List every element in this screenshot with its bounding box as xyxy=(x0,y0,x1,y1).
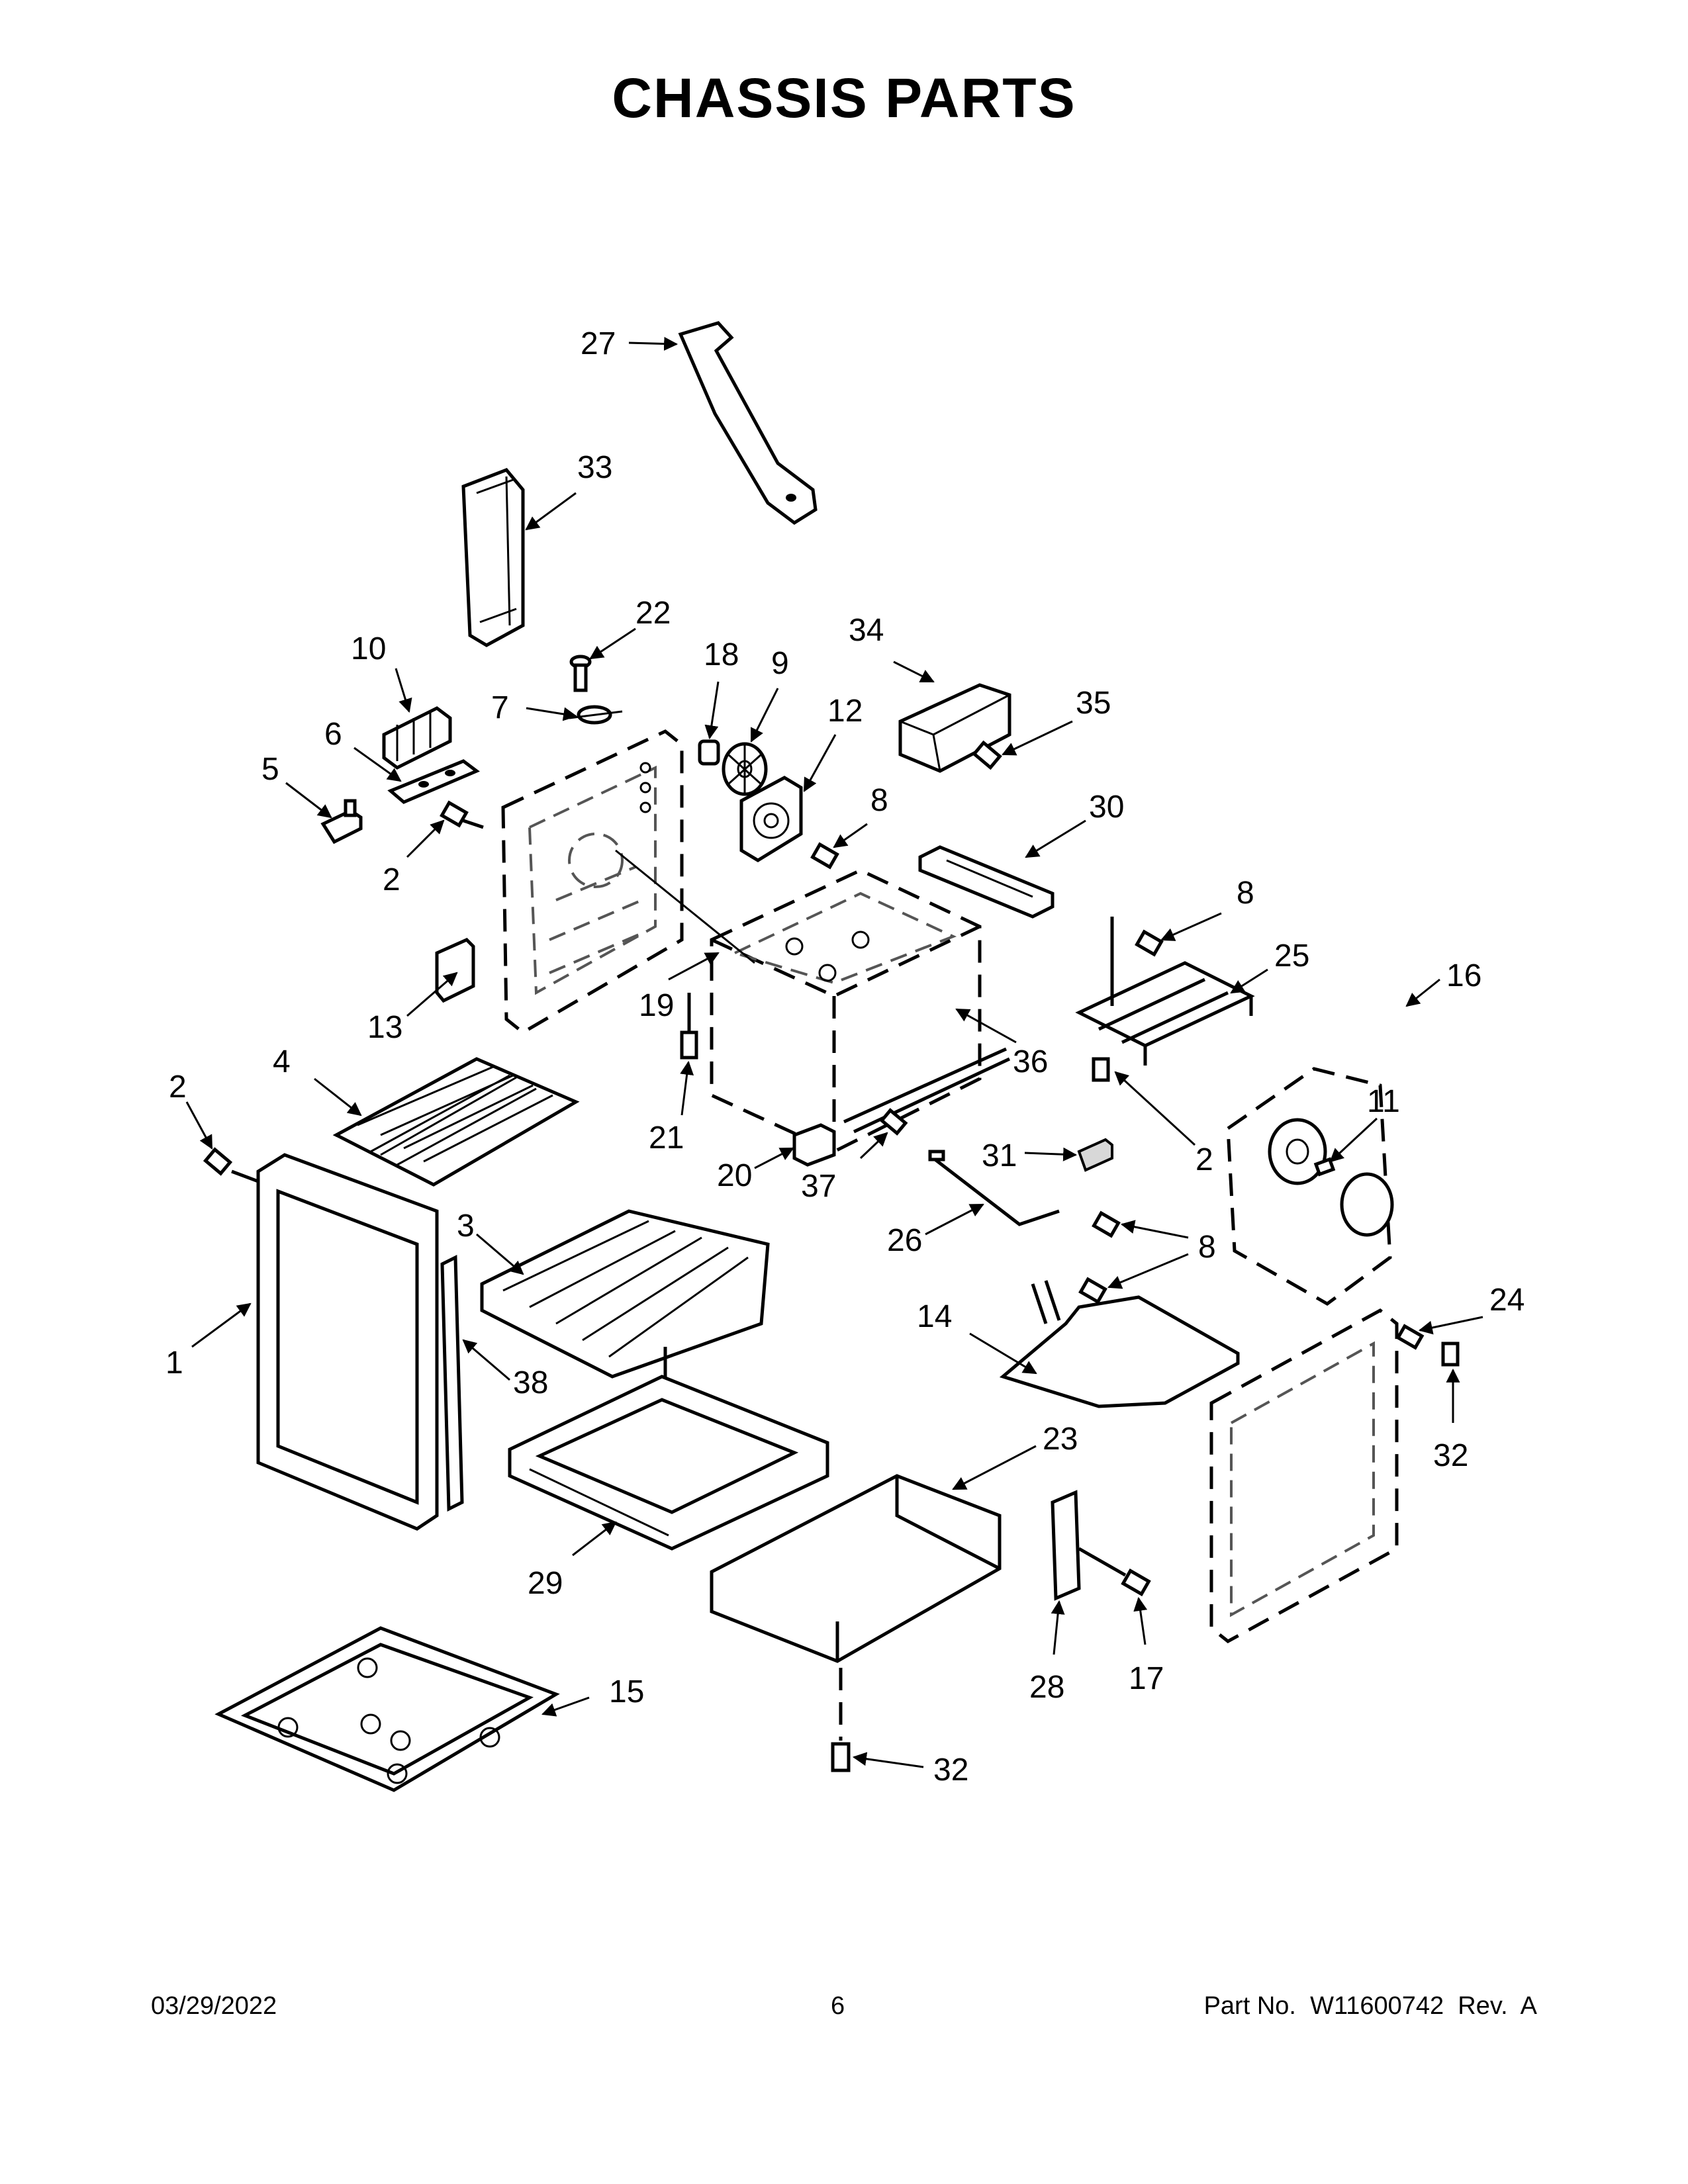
callout-20: 20 xyxy=(717,1158,752,1193)
callout-38: 38 xyxy=(513,1365,548,1400)
callout-9: 9 xyxy=(771,646,789,681)
part-6-bracket xyxy=(387,759,480,804)
callout-29: 29 xyxy=(528,1566,563,1601)
part-23-drawer-body xyxy=(710,1474,1002,1663)
callout-36: 36 xyxy=(1013,1044,1048,1079)
part-12-fan-motor xyxy=(739,776,803,862)
callout-8c: 8 xyxy=(1198,1230,1216,1265)
callout-2b: 2 xyxy=(169,1069,187,1105)
part-22-screw xyxy=(569,655,592,692)
callout-21: 21 xyxy=(649,1120,684,1156)
callout-33: 33 xyxy=(577,450,612,485)
callout-37: 37 xyxy=(801,1169,836,1204)
part-9-fan-blade xyxy=(722,742,768,796)
callout-4: 4 xyxy=(273,1044,291,1079)
part-11-nut xyxy=(1313,1157,1336,1177)
rear-panel xyxy=(501,729,684,1035)
callout-31: 31 xyxy=(982,1138,1017,1173)
part-8-screw-b xyxy=(1110,917,1164,1006)
part-5-ground-lug xyxy=(320,799,363,844)
part-25-broil-element xyxy=(1075,961,1255,1066)
page-title: CHASSIS PARTS xyxy=(612,67,1076,129)
footer-page-number: 6 xyxy=(831,1992,845,2020)
callout-27: 27 xyxy=(581,326,616,361)
part-24-screw xyxy=(1395,1324,1425,1350)
callout-8a: 8 xyxy=(870,783,888,818)
callout-3: 3 xyxy=(457,1208,475,1244)
part-2-screw-b xyxy=(203,1147,259,1183)
part-29-drawer xyxy=(508,1375,829,1551)
part-14-bake-element xyxy=(999,1280,1240,1408)
callout-2c: 2 xyxy=(1196,1142,1213,1177)
callout-26: 26 xyxy=(887,1223,922,1258)
callout-34: 34 xyxy=(849,613,884,648)
callout-25: 25 xyxy=(1274,938,1309,974)
callout-8b: 8 xyxy=(1237,876,1254,911)
callout-11: 11 xyxy=(1367,1084,1400,1119)
part-2-screw-a xyxy=(440,800,484,829)
part-7-clip xyxy=(569,705,623,725)
part-4-oven-rack xyxy=(332,1057,580,1187)
callout-15: 15 xyxy=(609,1674,644,1709)
callout-6: 6 xyxy=(324,717,342,752)
part-18-connector xyxy=(698,739,720,766)
part-33-channel xyxy=(461,468,525,647)
part-28-bracket xyxy=(1051,1490,1081,1601)
callout-10: 10 xyxy=(351,631,386,666)
part-17-screw xyxy=(1078,1547,1151,1596)
part-31-clip xyxy=(1077,1138,1113,1172)
callout-labels: 27 33 22 18 9 34 10 7 12 35 6 5 8 30 2 8… xyxy=(165,326,1524,1788)
part-8-screw-d xyxy=(1078,1277,1107,1304)
callout-30: 30 xyxy=(1089,790,1124,825)
part-32-screw-a xyxy=(1441,1342,1460,1367)
callout-12: 12 xyxy=(827,694,863,729)
part-26-sensor xyxy=(928,1150,1060,1226)
callout-18: 18 xyxy=(704,637,739,672)
oven-cavity xyxy=(710,868,982,1154)
callout-32b: 32 xyxy=(933,1752,968,1788)
part-38-gasket-strip xyxy=(440,1255,464,1512)
part-32-screw-b xyxy=(831,1668,851,1772)
callout-23: 23 xyxy=(1043,1422,1078,1457)
callout-16: 16 xyxy=(1446,958,1481,993)
part-16-convection-kit xyxy=(1226,1067,1394,1306)
side-panel xyxy=(1209,1308,1399,1643)
part-35-screw xyxy=(972,740,1002,770)
part-36-rod xyxy=(843,1047,1011,1134)
part-21-leveling-leg xyxy=(680,993,698,1060)
callout-1: 1 xyxy=(165,1345,183,1381)
part-37-screw xyxy=(879,1108,908,1136)
leader-lines xyxy=(185,336,1483,1768)
part-2-screw-c xyxy=(1092,1057,1110,1082)
part-8-screw-c xyxy=(1092,1210,1121,1238)
part-30-vent xyxy=(918,845,1055,919)
footer-date: 03/29/2022 xyxy=(151,1992,277,2020)
part-8-screw-a xyxy=(810,842,839,870)
callout-2a: 2 xyxy=(383,862,400,897)
part-13-bracket xyxy=(435,938,475,1003)
callout-32a: 32 xyxy=(1433,1438,1468,1473)
part-20-switch xyxy=(792,1123,836,1167)
callout-5: 5 xyxy=(261,752,279,787)
callout-14: 14 xyxy=(917,1299,952,1334)
callout-35: 35 xyxy=(1076,686,1111,721)
callout-17: 17 xyxy=(1129,1661,1164,1696)
part-10-terminal-block xyxy=(382,706,452,770)
part-1-door xyxy=(256,1153,439,1531)
callout-28: 28 xyxy=(1029,1670,1064,1705)
callout-13: 13 xyxy=(367,1010,402,1045)
footer-part-number: Part No. W11600742 Rev. A xyxy=(1203,1992,1537,2020)
part-15-bottom-tray xyxy=(214,1626,560,1792)
part-27-bracket xyxy=(678,321,818,525)
callout-19: 19 xyxy=(639,988,674,1023)
part-34-insulation xyxy=(898,683,1011,773)
callout-7: 7 xyxy=(491,690,509,725)
callout-24: 24 xyxy=(1489,1283,1524,1318)
callout-22: 22 xyxy=(635,596,671,631)
